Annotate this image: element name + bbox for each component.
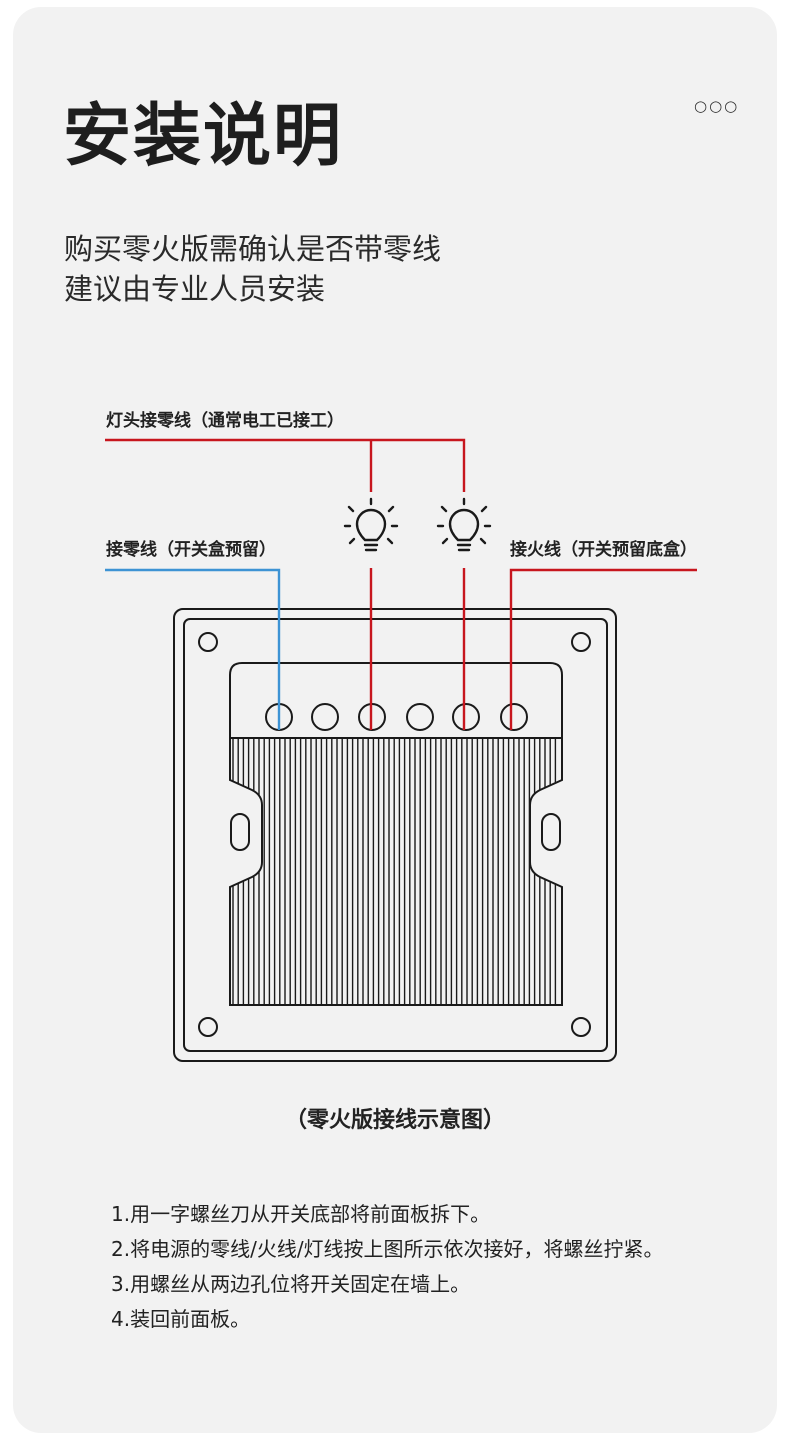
mounting-slot [541, 813, 561, 851]
screw-hole [198, 632, 218, 652]
mounting-slot [230, 813, 250, 851]
screw-hole [571, 1017, 591, 1037]
switch-outer-frame [173, 608, 617, 1062]
subtitle-line: 购买零火版需确认是否带零线 [64, 232, 442, 266]
light-bulb-icon [436, 497, 492, 552]
lamp-neutral-wire [105, 438, 466, 492]
step-item: 4.装回前面板。 [111, 1307, 251, 1331]
terminal-hole [406, 703, 434, 731]
subtitle: 购买零火版需确认是否带零线 建议由专业人员安装 [64, 229, 441, 309]
install-steps: 1.用一字螺丝刀从开关底部将前面板拆下。 2.将电源的零线/火线/灯线按上图所示… [111, 1197, 664, 1337]
switch-inner-frame [183, 618, 608, 1052]
step-item: 1.用一字螺丝刀从开关底部将前面板拆下。 [111, 1202, 491, 1226]
instruction-card [13, 7, 777, 1433]
live-label: 接火线（开关预留底盒） [510, 540, 697, 560]
light-bulb-icon [343, 497, 399, 552]
screw-hole [198, 1017, 218, 1037]
page-title: 安装说明 [63, 97, 344, 176]
step-item: 2.将电源的零线/火线/灯线按上图所示依次接好，将螺丝拧紧。 [111, 1237, 664, 1261]
step-item: 3.用螺丝从两边孔位将开关固定在墙上。 [111, 1272, 471, 1296]
terminal-hole [452, 703, 480, 731]
terminal-hole [311, 703, 339, 731]
live-wire [509, 568, 697, 730]
screw-hole [571, 632, 591, 652]
diagram-caption: （零火版接线示意图） [284, 1108, 505, 1133]
subtitle-line: 建议由专业人员安装 [64, 272, 326, 306]
terminal-block [229, 662, 563, 1006]
neutral-label: 接零线（开关盒预留） [106, 540, 276, 560]
terminal-hole [500, 703, 528, 731]
lamp-neutral-label: 灯头接零线（通常电工已接工） [106, 411, 344, 431]
ellipsis-icon[interactable]: ○○○ [694, 97, 740, 115]
cooling-fins [232, 738, 557, 1005]
neutral-wire [105, 568, 281, 730]
